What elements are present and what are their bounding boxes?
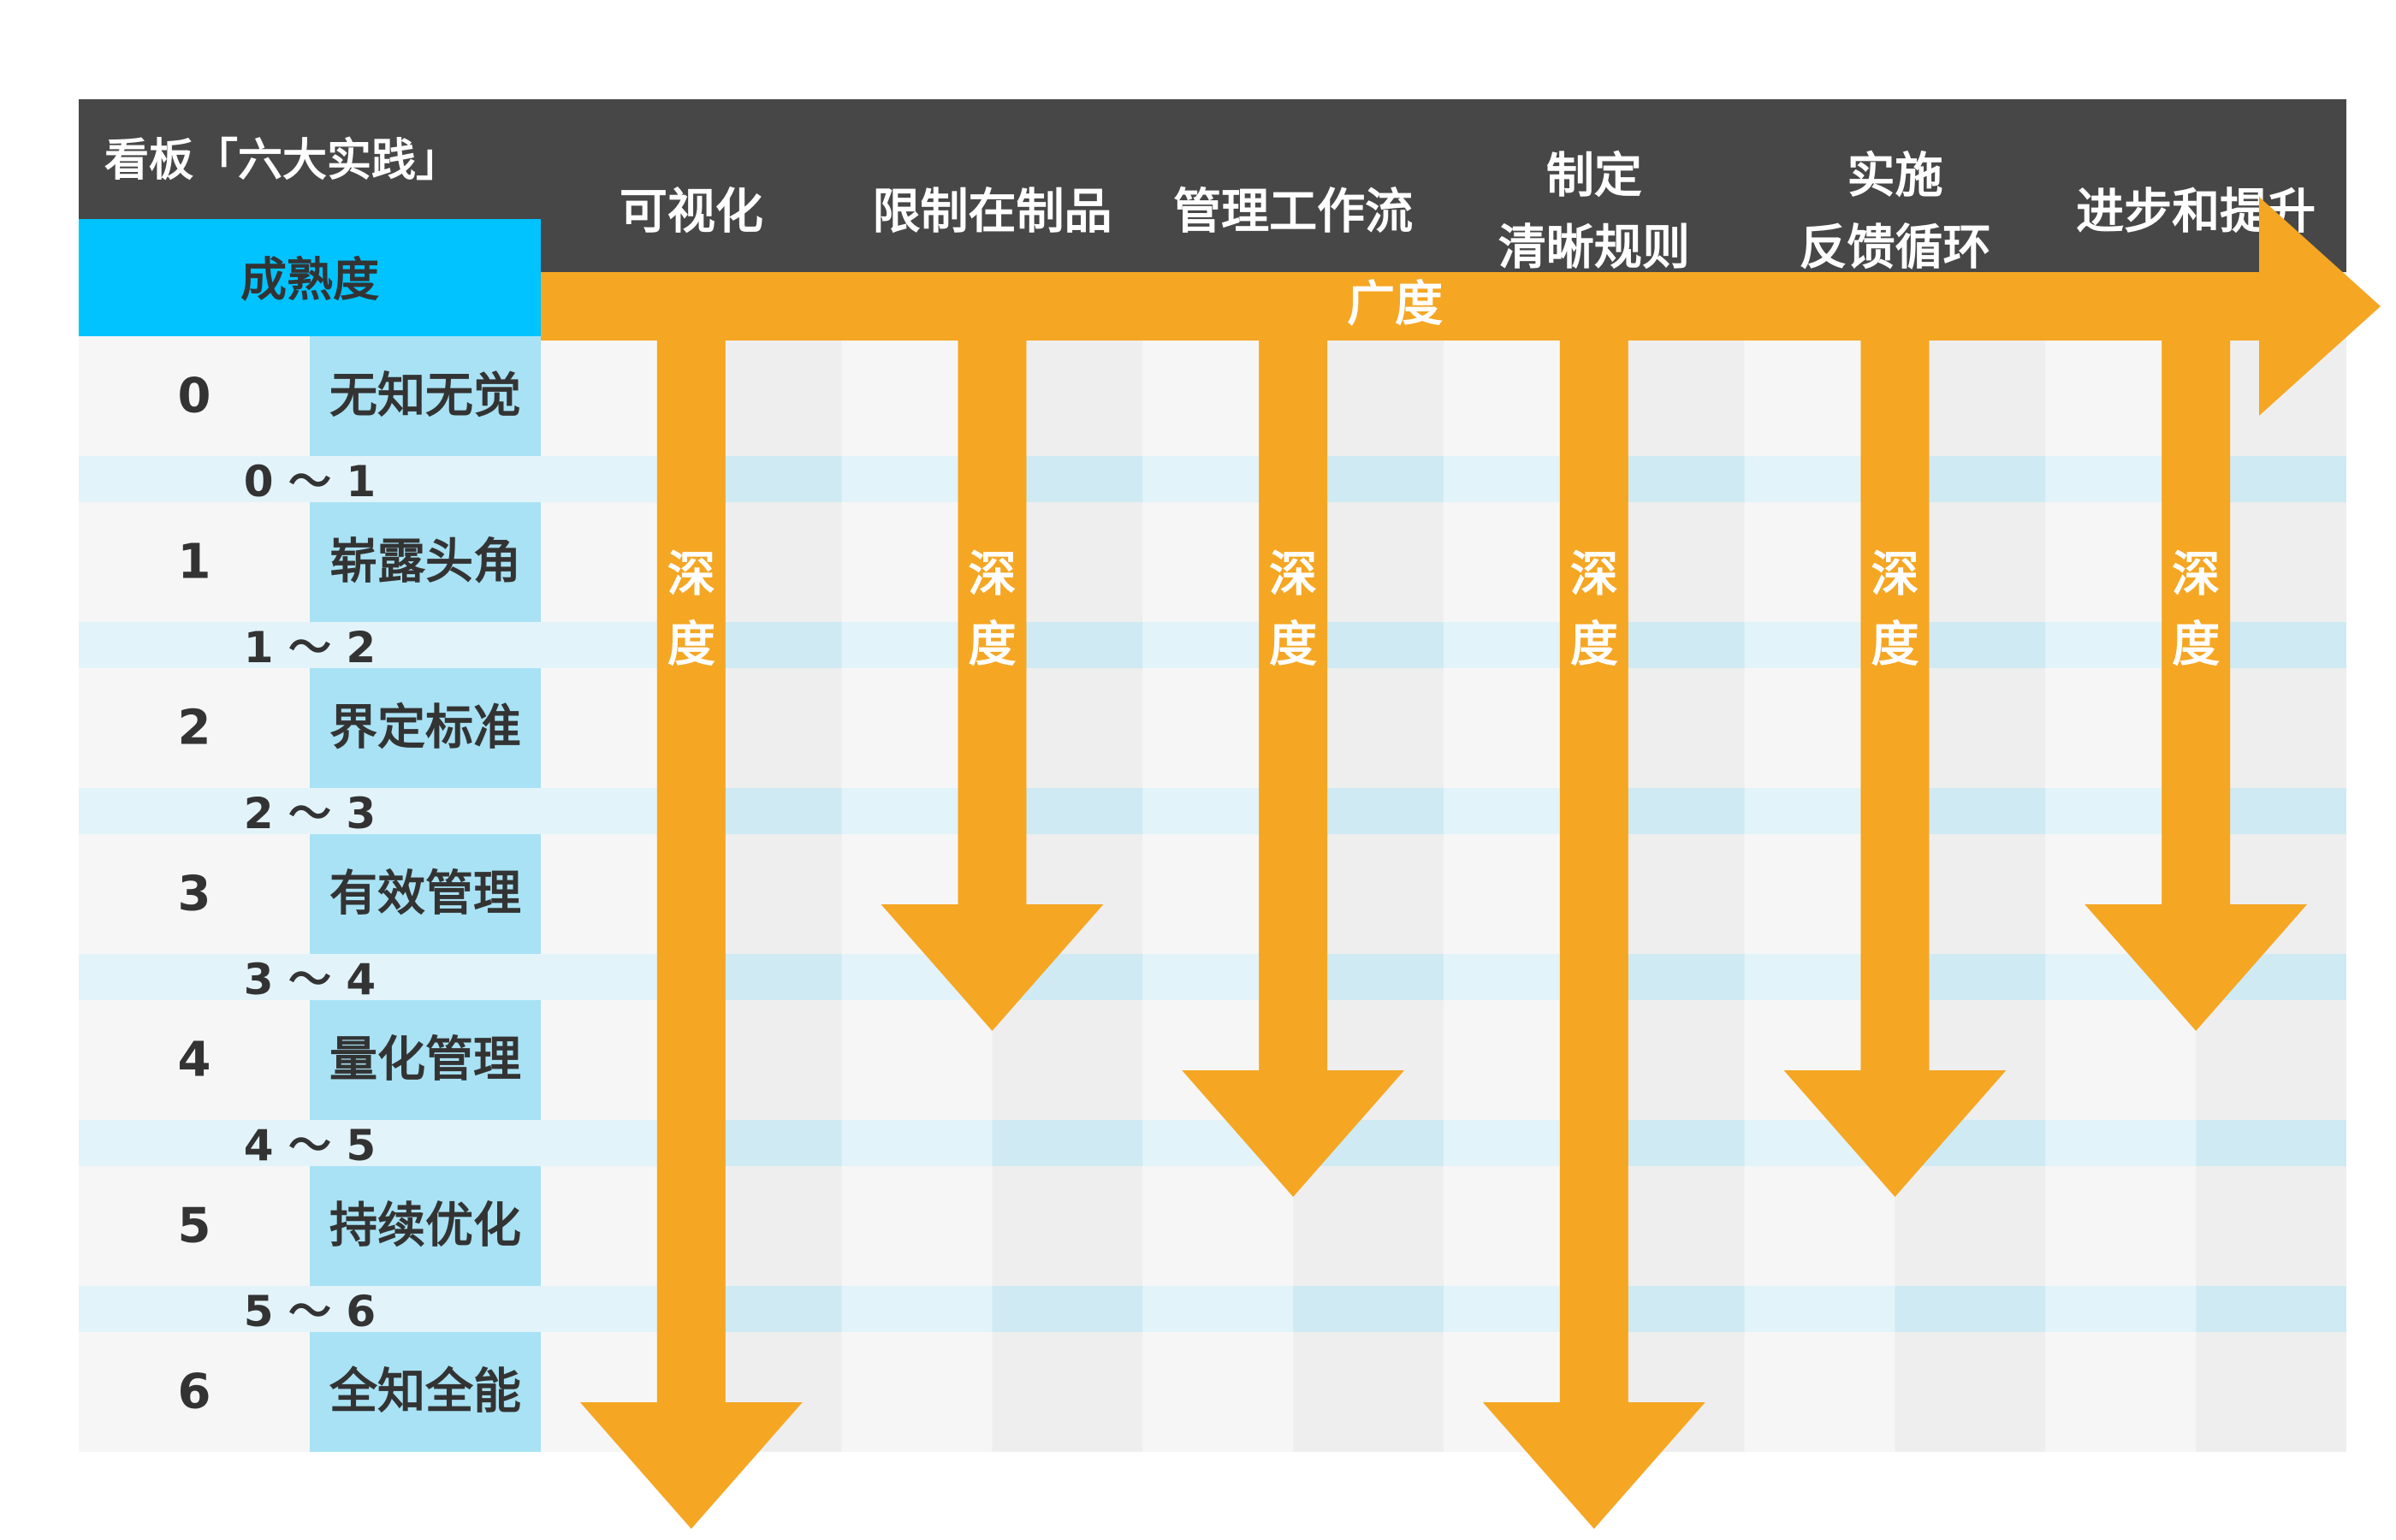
transition-row-shade [1293,1286,1444,1332]
practice-header-line2: 反馈循环 [1800,221,1991,276]
transition-row-shade [2196,1286,2346,1332]
depth-arrow [881,336,1104,1031]
breadth-arrow [541,197,2381,416]
practice-header-line1: 制定 [1546,149,1642,204]
depth-arrow-shape [881,336,1104,1031]
depth-label-char: 深 [1570,548,1618,603]
level-number: 0 [178,369,211,424]
level-name: 持续优化 [329,1199,521,1254]
level-name: 无知无觉 [329,369,521,424]
depth-label-char: 深 [667,548,715,603]
level-number-cell [79,1332,310,1452]
level-number: 3 [178,867,211,922]
level-name-cell [310,1166,541,1286]
depth-arrow-shape [2085,336,2308,1031]
transition-label: 2 ～ 3 [244,789,376,838]
level-name: 量化管理 [329,1033,521,1088]
level-name-cell [310,502,541,622]
depth-arrow-shape [1783,336,2007,1197]
level-number-cell [79,834,310,954]
transition-label: 5 ～ 6 [244,1287,376,1336]
maturity-header-box [79,219,541,336]
level-name-cell [310,1000,541,1120]
practice-header: 管理工作流 [1173,185,1413,240]
depth-label-char: 度 [969,618,1017,673]
level-number-cell [79,1000,310,1120]
diagram-title: 看板「六大实践」 [104,135,460,187]
transition-row-shade [992,1120,1143,1166]
transition-label: 4 ～ 5 [244,1121,376,1170]
practice-header-line1: 实施 [1847,149,1943,204]
level-number-cell [79,336,310,456]
depth-arrow-shape [1182,336,1405,1197]
depth-label-char: 度 [1269,618,1317,673]
level-number: 1 [178,535,211,590]
level-number: 2 [178,701,211,756]
depth-arrow-shape [579,336,803,1529]
depth-label-char: 度 [667,618,715,673]
practice-header: 可视化 [620,185,763,240]
level-name: 全知全能 [329,1365,521,1420]
depth-label-char: 深 [1871,548,1919,603]
depth-arrow [1182,336,1405,1197]
depth-arrow [2085,336,2308,1031]
level-name-cell [310,1332,541,1452]
level-number: 6 [178,1365,211,1420]
depth-label-char: 深 [2172,548,2220,603]
grid-background [79,272,2346,1452]
transition-label: 0 ～ 1 [244,457,376,506]
depth-label-char: 度 [1871,618,1919,673]
level-number-cell [79,668,310,788]
level-number: 5 [178,1199,211,1254]
depth-arrow [1783,336,2007,1197]
depth-arrow-shape [1482,336,1705,1529]
breadth-label: 广度 [1347,277,1443,333]
maturity-header-label: 成熟度 [240,253,379,307]
depth-label-char: 深 [969,548,1017,603]
level-number-cell [79,502,310,622]
depth-arrow [1482,336,1705,1529]
practice-header: 限制在制品 [873,185,1112,240]
transition-row-shade [1895,1286,2046,1332]
transition-label: 3 ～ 4 [244,955,376,1004]
level-name: 有效管理 [329,867,521,922]
level-name: 界定标准 [329,701,521,756]
level-name-cell [310,336,541,456]
level-name-cell [310,834,541,954]
depth-label-char: 深 [1269,548,1317,603]
practice-header-line2: 清晰规则 [1498,221,1690,276]
transition-row-shade [992,1286,1143,1332]
transition-row-shade [2196,1120,2346,1166]
depth-label-char: 度 [2172,618,2220,673]
level-name: 崭露头角 [329,535,521,590]
level-number: 4 [178,1033,211,1088]
level-name-cell [310,668,541,788]
level-number-cell [79,1166,310,1286]
depth-label-char: 度 [1570,618,1618,673]
depth-arrow [579,336,803,1529]
transition-label: 1 ～ 2 [244,623,376,672]
